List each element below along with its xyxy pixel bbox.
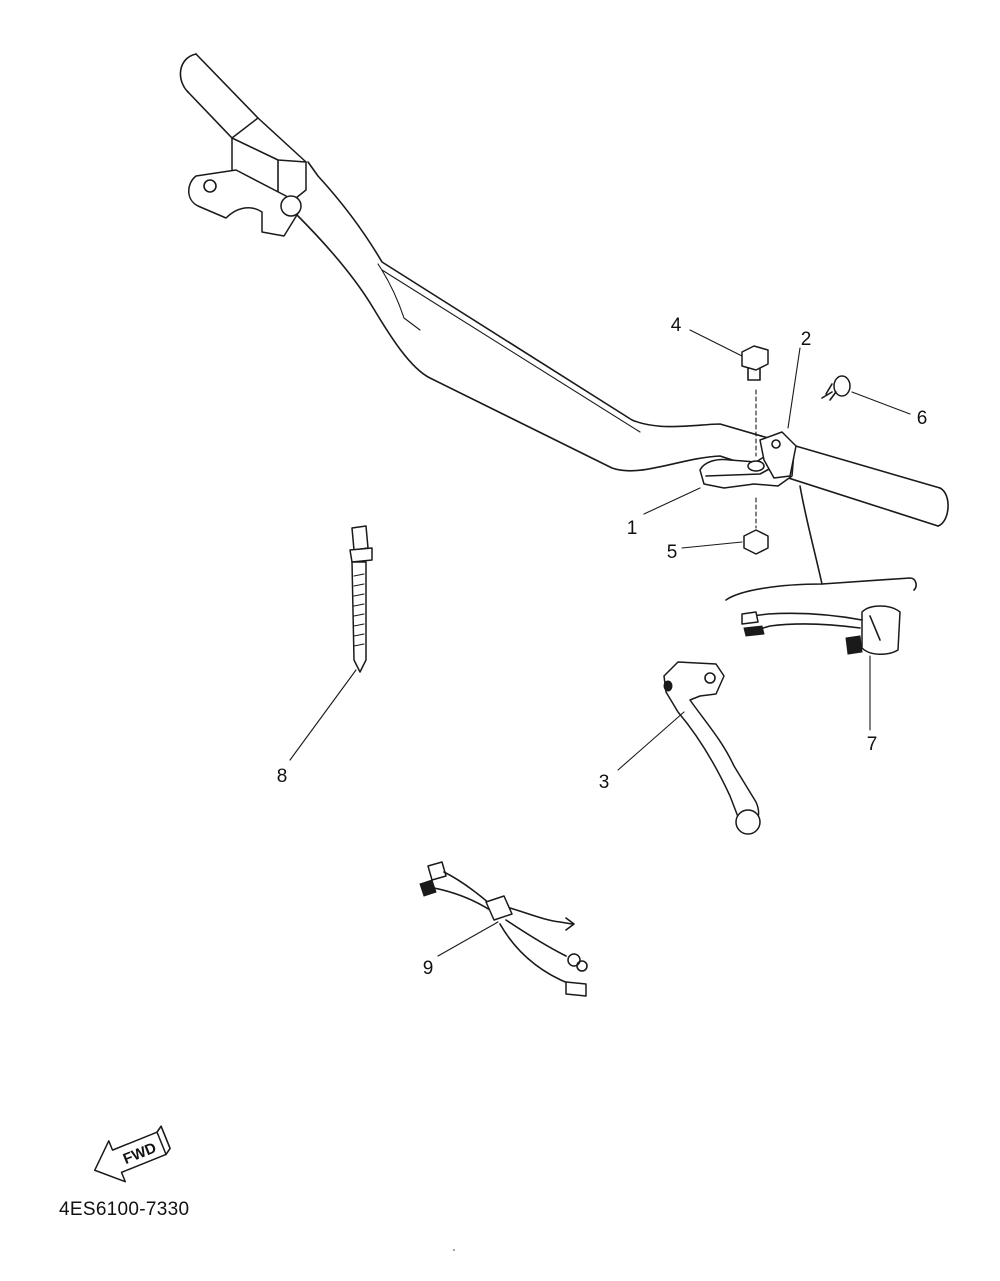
bolt — [741, 345, 769, 457]
handlebar — [179, 53, 949, 527]
callout-1: 1 — [627, 518, 638, 539]
nut — [743, 497, 769, 555]
callout-4: 4 — [671, 315, 682, 336]
callout-2: 2 — [801, 329, 812, 350]
callout-numbers: 1 2 3 4 5 6 7 8 9 — [277, 315, 928, 979]
cable-tie — [349, 525, 373, 673]
callout-6: 6 — [917, 408, 928, 429]
callout-3: 3 — [599, 772, 610, 793]
leader-lines — [289, 329, 911, 957]
lever-holder-assembly — [699, 431, 797, 489]
callout-9: 9 — [423, 958, 434, 979]
diagram-part-code: 4ES6100-7330 — [59, 1199, 190, 1220]
speck — [453, 1249, 455, 1251]
clutch-lever — [663, 661, 761, 835]
screw — [821, 375, 851, 401]
callout-7: 7 — [867, 734, 878, 755]
hot-start-switch — [725, 485, 917, 655]
wire-harness — [419, 861, 588, 997]
callout-8: 8 — [277, 766, 288, 787]
callout-5: 5 — [667, 542, 678, 563]
fwd-arrow-icon: FWD — [94, 1125, 171, 1183]
